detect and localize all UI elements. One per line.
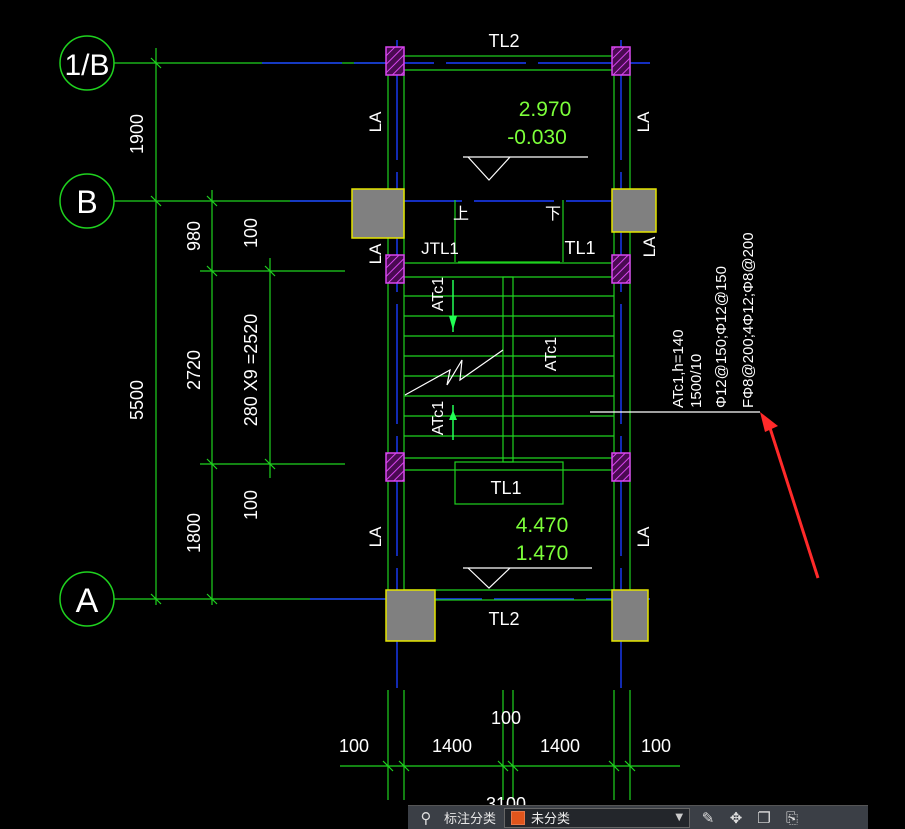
axis-label-1b: 1/B [64,49,109,82]
axis-bubble-1b: 1/B [59,35,115,91]
stair-direction-arrows [449,280,457,440]
axis-label-b: B [76,184,97,220]
elevation-symbol-bottom [463,567,592,589]
paste-icon[interactable]: ⎘ [786,808,799,827]
category-color-swatch [511,810,526,825]
dim-bottom-100-right: 100 [641,736,671,756]
dim-5500: 5500 [127,380,147,420]
dim-2720: 2720 [184,350,204,390]
label-atc1-lower: ATc1 [430,401,447,435]
annotation-line-1: ATc1,h=140 [670,329,687,408]
dim-980: 980 [184,221,204,251]
elevation-top-2: -0.030 [507,126,567,149]
dim-1800: 1800 [184,513,204,553]
annotation-line-4: FΦ8@200;4Φ12;Φ8@200 [740,232,757,408]
label-la-left-top: LA [366,111,385,132]
elevation-symbol-top [463,156,588,181]
chevron-down-icon: ▼ [675,812,684,823]
annotation-toolbar: ⚲ 标注分类 未分类 ▼ ✎ ✥ ❐ ⎘ [408,805,868,829]
label-la-left-mid: LA [366,243,385,264]
label-la-right-mid: LA [640,236,659,257]
label-tl2-bottom: TL2 [488,609,519,629]
stair-treads [404,200,614,505]
axis-label-a: A [76,582,99,620]
annotation-line-2: 1500/10 [688,354,705,408]
move-icon[interactable]: ✥ [729,808,743,827]
columns [351,46,657,642]
label-la-right-bottom: LA [634,526,653,547]
label-down-mark: 下 [545,206,561,223]
copy-icon[interactable]: ❐ [757,808,771,827]
label-up-mark: 上 [453,205,469,223]
category-dropdown[interactable]: 未分类 ▼ [504,807,691,828]
dim-bottom-1400-left: 1400 [432,736,472,756]
left-dimension-chains [150,48,345,605]
dim-1900: 1900 [127,114,147,154]
annotation-line-3: Φ12@150;Φ12@150 [713,266,730,408]
label-jtl1: JTL1 [421,239,459,258]
stair-break-line [404,349,504,396]
elevation-bottom-2: 1.470 [516,542,569,565]
axis-bubble-a: A [59,571,115,627]
label-la-right-top: LA [634,111,653,132]
axis-lines [114,40,658,690]
dim-bottom-100-center: 100 [491,708,521,728]
dim-step-run: 280 X9 =2520 [241,314,261,427]
label-la-left-bottom: LA [366,526,385,547]
elevation-top-1: 2.970 [519,98,572,121]
layers-icon[interactable]: ⚲ [420,808,432,827]
dim-bottom-100-left: 100 [339,736,369,756]
label-tl1-bottom: TL1 [490,478,521,498]
red-pointer-arrow-icon [760,412,820,579]
dim-100-bottom: 100 [241,490,261,520]
dim-bottom-1400-right: 1400 [540,736,580,756]
edit-icon[interactable]: ✎ [701,808,715,827]
label-tl1-right: TL1 [564,238,595,258]
category-label: 标注分类 [444,812,497,827]
category-value: 未分类 [531,812,571,827]
bottom-dimension-chain [340,690,680,800]
label-tl2-top: TL2 [488,31,519,51]
axis-bubble-b: B [59,173,115,229]
label-atc1-right: ATc1 [543,337,560,371]
elevation-bottom-1: 4.470 [516,514,569,537]
dim-100-top: 100 [241,218,261,248]
label-atc1-upper: ATc1 [430,277,447,311]
stair-walls [387,55,631,601]
